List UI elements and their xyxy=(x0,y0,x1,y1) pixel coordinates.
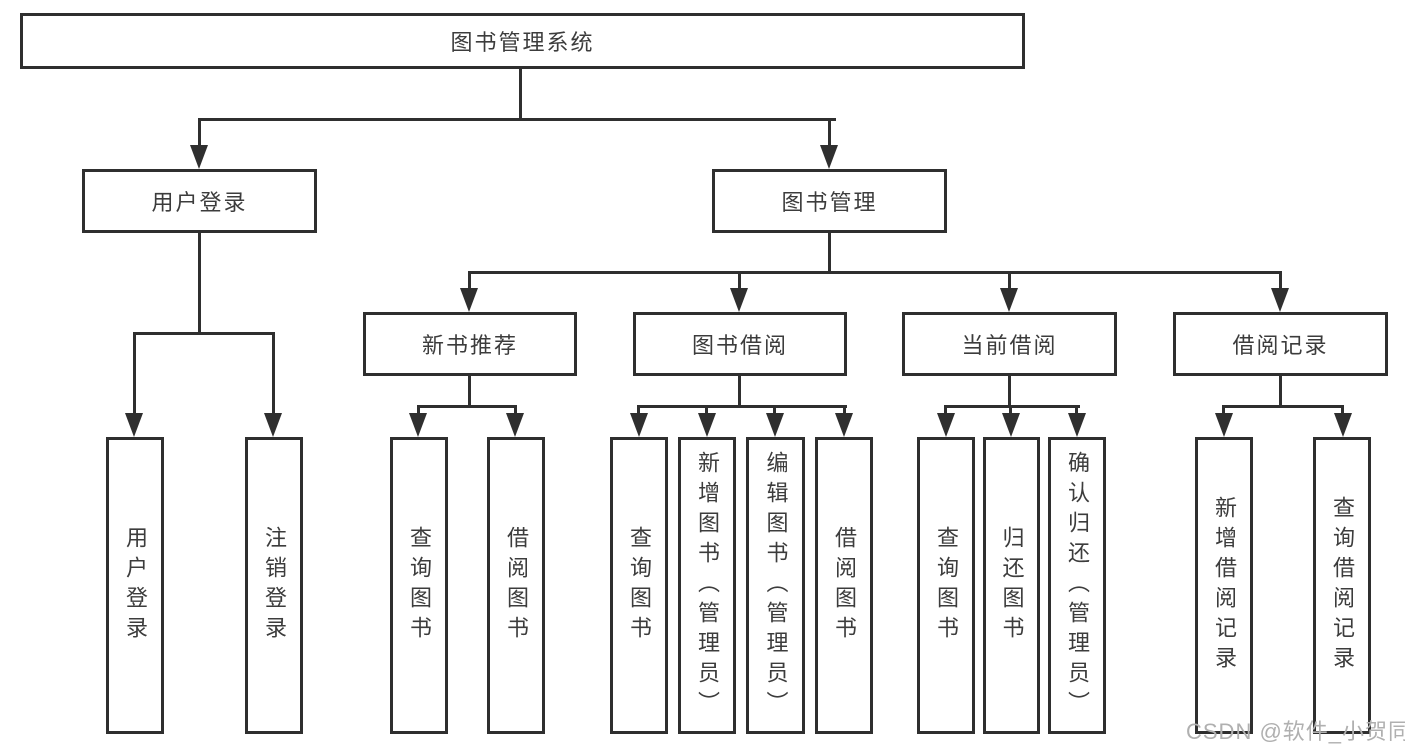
connector-line xyxy=(1279,271,1282,291)
connector-line xyxy=(738,271,741,291)
connector-line xyxy=(198,118,836,121)
leaf-edit-books-admin: 编辑图书（管理员） xyxy=(746,437,805,734)
connector-line xyxy=(1075,405,1078,417)
leaf-label: 借阅图书 xyxy=(504,525,529,646)
connector-line xyxy=(1222,405,1344,408)
node-new-book-recommend: 新书推荐 xyxy=(363,312,577,376)
connector-line xyxy=(637,405,640,417)
connector-line xyxy=(1009,405,1012,417)
arrowhead-down-icon xyxy=(630,413,648,437)
connector-line xyxy=(637,405,847,408)
leaf-label: 查询图书 xyxy=(627,525,652,646)
connector-line xyxy=(828,118,831,148)
leaf-add-borrow-record: 新增借阅记录 xyxy=(1195,437,1253,734)
leaf-label: 归还图书 xyxy=(999,525,1025,646)
arrowhead-down-icon xyxy=(1271,288,1289,312)
node-label: 图书借阅 xyxy=(691,333,788,358)
connector-line xyxy=(1008,376,1011,407)
node-label: 用户登录 xyxy=(151,190,248,215)
leaf-label: 新增图书（管理员） xyxy=(695,450,720,721)
connector-line xyxy=(417,405,517,408)
arrowhead-down-icon xyxy=(730,288,748,312)
leaf-query-books-newbook: 查询图书 xyxy=(390,437,448,734)
arrowhead-down-icon xyxy=(1068,413,1086,437)
connector-line xyxy=(417,405,420,417)
arrowhead-down-icon xyxy=(460,288,478,312)
node-book-management-branch: 图书管理 xyxy=(712,169,947,233)
leaf-user-login: 用户登录 xyxy=(106,437,164,734)
connector-line xyxy=(1222,405,1225,417)
node-book-borrow: 图书借阅 xyxy=(633,312,847,376)
connector-line xyxy=(1341,405,1344,417)
node-current-borrow: 当前借阅 xyxy=(902,312,1117,376)
leaf-label: 编辑图书（管理员） xyxy=(763,450,789,721)
connector-line xyxy=(198,233,201,335)
node-label: 图书管理 xyxy=(781,190,878,215)
arrowhead-down-icon xyxy=(409,413,427,437)
leaf-query-books-borrow: 查询图书 xyxy=(610,437,668,734)
arrowhead-down-icon xyxy=(1334,413,1352,437)
connector-line xyxy=(272,332,275,416)
arrowhead-down-icon xyxy=(766,413,784,437)
leaf-label: 借阅图书 xyxy=(832,525,857,646)
connector-line xyxy=(773,405,776,417)
node-user-login-branch: 用户登录 xyxy=(82,169,317,233)
arrowhead-down-icon xyxy=(835,413,853,437)
leaf-borrow-books-newbook: 借阅图书 xyxy=(487,437,545,734)
connector-line xyxy=(828,233,831,274)
node-root-label: 图书管理系统 xyxy=(450,30,595,55)
arrowhead-down-icon xyxy=(820,145,838,169)
leaf-add-books-admin: 新增图书（管理员） xyxy=(678,437,736,734)
leaf-label: 用户登录 xyxy=(123,525,148,646)
connector-line xyxy=(1279,376,1282,407)
node-root: 图书管理系统 xyxy=(20,13,1025,69)
connector-line xyxy=(519,69,522,121)
connector-line xyxy=(133,332,275,335)
connector-line xyxy=(514,405,517,417)
leaf-label: 确认归还（管理员） xyxy=(1065,450,1090,721)
leaf-return-books: 归还图书 xyxy=(983,437,1040,734)
leaf-logout: 注销登录 xyxy=(245,437,303,734)
leaf-query-borrow-record: 查询借阅记录 xyxy=(1313,437,1371,734)
arrowhead-down-icon xyxy=(1000,288,1018,312)
leaf-borrow-books: 借阅图书 xyxy=(815,437,873,734)
arrowhead-down-icon xyxy=(1002,413,1020,437)
leaf-label: 查询借阅记录 xyxy=(1330,495,1355,676)
connector-line xyxy=(198,118,201,148)
arrowhead-down-icon xyxy=(698,413,716,437)
arrowhead-down-icon xyxy=(264,413,282,437)
leaf-confirm-return-admin: 确认归还（管理员） xyxy=(1048,437,1106,734)
node-label: 新书推荐 xyxy=(421,333,518,358)
connector-line xyxy=(468,271,1282,274)
csdn-watermark: CSDN @软件_小贺同学 xyxy=(1186,719,1405,744)
arrowhead-down-icon xyxy=(1215,413,1233,437)
connector-line xyxy=(843,405,846,417)
connector-line xyxy=(133,332,136,416)
connector-line xyxy=(738,376,741,407)
connector-line xyxy=(1008,271,1011,291)
leaf-label: 注销登录 xyxy=(262,525,287,646)
arrowhead-down-icon xyxy=(190,145,208,169)
arrowhead-down-icon xyxy=(506,413,524,437)
connector-line xyxy=(468,271,471,291)
leaf-label: 新增借阅记录 xyxy=(1212,495,1237,676)
connector-line xyxy=(705,405,708,417)
node-borrow-records: 借阅记录 xyxy=(1173,312,1388,376)
node-label: 当前借阅 xyxy=(961,333,1058,358)
arrowhead-down-icon xyxy=(125,413,143,437)
node-label: 借阅记录 xyxy=(1232,333,1329,358)
leaf-label: 查询图书 xyxy=(407,525,432,646)
leaf-query-books-current: 查询图书 xyxy=(917,437,975,734)
arrowhead-down-icon xyxy=(937,413,955,437)
connector-line xyxy=(468,376,471,407)
connector-line xyxy=(944,405,1080,408)
leaf-label: 查询图书 xyxy=(934,525,959,646)
connector-line xyxy=(944,405,947,417)
